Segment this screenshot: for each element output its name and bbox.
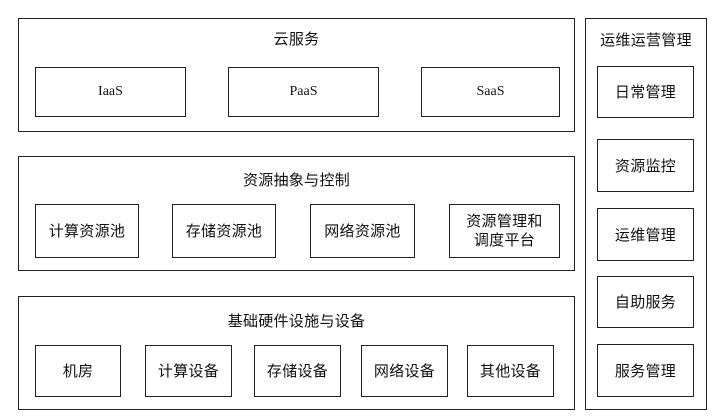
resource-abstraction-title: 资源抽象与控制 (242, 171, 351, 189)
service-management-label: 服务管理 (614, 361, 677, 380)
cloud-service-saas: SaaS (421, 67, 560, 117)
ops-management-label: 运维管理 (614, 225, 677, 244)
resource-scheduling-platform-label: 资源管理和调度平台 (466, 212, 543, 249)
network-equipment-label: 网络设备 (373, 362, 436, 380)
other-equipment-label: 其他设备 (479, 362, 542, 380)
compute-resource-pool: 计算资源池 (35, 204, 139, 258)
cloud-service-iaas: IaaS (35, 67, 186, 117)
cloud-services-layer: 云服务 IaaS PaaS SaaS (18, 18, 575, 132)
daily-management-label: 日常管理 (614, 83, 677, 101)
cloud-service-iaas-label: IaaS (98, 84, 123, 99)
storage-resource-pool-label: 存储资源池 (185, 222, 263, 240)
operations-management-column: 运维运营管理 日常管理 资源监控 运维管理 自助服务 服务管理 (585, 18, 707, 410)
infrastructure-layer: 基础硬件设施与设备 机房 计算设备 存储设备 网络设备 其他设备 (18, 296, 575, 410)
cloud-service-saas-label: SaaS (476, 84, 505, 99)
resource-scheduling-platform: 资源管理和调度平台 (449, 204, 560, 258)
network-equipment: 网络设备 (361, 345, 448, 397)
resource-abstraction-layer: 资源抽象与控制 计算资源池 存储资源池 网络资源池 资源管理和调度平台 (18, 156, 575, 271)
cloud-service-paas: PaaS (228, 67, 379, 117)
compute-equipment: 计算设备 (145, 345, 232, 397)
cloud-services-title: 云服务 (273, 30, 320, 48)
machine-room-label: 机房 (62, 362, 94, 380)
other-equipment: 其他设备 (467, 345, 554, 397)
infrastructure-title: 基础硬件设施与设备 (227, 312, 366, 330)
operations-management-title: 运维运营管理 (600, 31, 692, 49)
service-management: 服务管理 (597, 344, 694, 397)
cloud-service-paas-label: PaaS (289, 84, 318, 99)
storage-equipment-label: 存储设备 (266, 362, 329, 380)
storage-equipment: 存储设备 (254, 345, 341, 397)
resource-monitoring-label: 资源监控 (614, 156, 677, 175)
network-resource-pool-label: 网络资源池 (324, 222, 401, 240)
network-resource-pool: 网络资源池 (310, 204, 415, 258)
self-service: 自助服务 (597, 276, 694, 328)
self-service-label: 自助服务 (614, 293, 677, 311)
compute-resource-pool-label: 计算资源池 (48, 222, 126, 240)
compute-equipment-label: 计算设备 (157, 362, 220, 380)
machine-room: 机房 (35, 345, 121, 397)
ops-management: 运维管理 (597, 208, 694, 261)
daily-management: 日常管理 (597, 66, 694, 118)
resource-monitoring: 资源监控 (597, 139, 694, 192)
storage-resource-pool: 存储资源池 (172, 204, 276, 258)
